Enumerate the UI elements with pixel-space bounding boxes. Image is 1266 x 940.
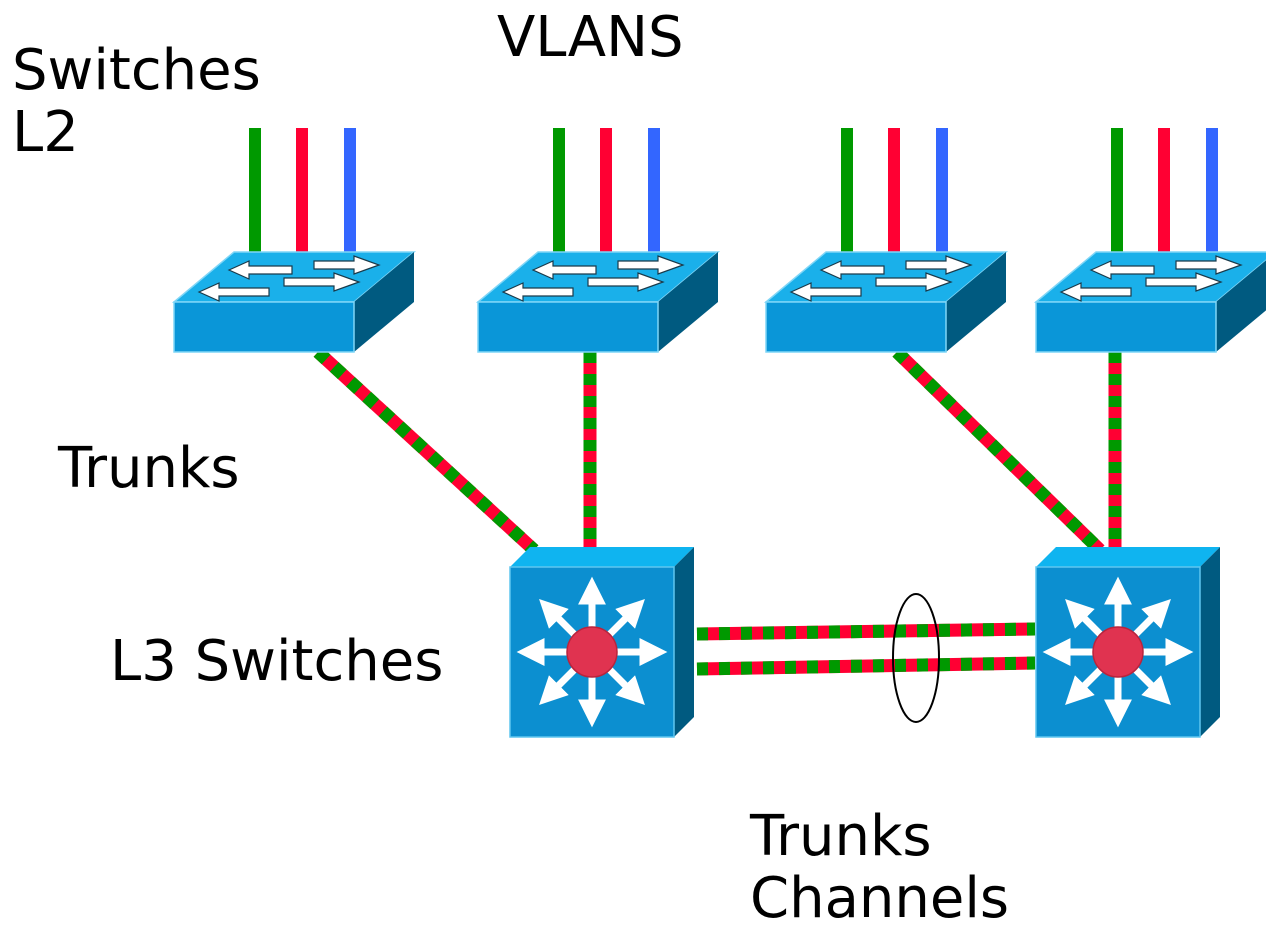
- switches-l2-label-line1: Switches: [12, 38, 261, 103]
- l3-switch-icon-1: [510, 547, 694, 737]
- vlans-label: VLANS: [497, 5, 684, 70]
- ether-channel-ellipse-icon: [892, 593, 940, 723]
- vlan-lines-switch-4: [1111, 128, 1218, 256]
- l2-switch-icon-4: [1035, 251, 1266, 353]
- switches-l2-label: Switches L2: [12, 40, 261, 163]
- vlan-lines: [249, 128, 1218, 256]
- trunk-channel-link-1: [696, 622, 1036, 641]
- trunk-channel-link-2: [696, 656, 1036, 676]
- vlan-lines-switch-3: [841, 128, 948, 256]
- vlan-lines-switch-2: [553, 128, 660, 256]
- trunks-label: Trunks: [58, 436, 240, 501]
- trunks-channels-label-line2: Channels: [750, 865, 1010, 931]
- l2-switch-icon-3: [765, 251, 1007, 353]
- switches-l2-label-line2: L2: [12, 99, 79, 165]
- trunk-links: [313, 347, 1122, 676]
- trunk-link-3: [892, 347, 1105, 555]
- l3-switch-icon-2: [1036, 547, 1220, 737]
- l2-switch-icon-2: [477, 251, 719, 353]
- l3-switches-label: L3 Switches: [110, 629, 444, 694]
- trunks-channels-label: Trunks Channels: [750, 806, 1009, 929]
- trunk-link-1: [313, 347, 539, 555]
- trunks-channels-label-line1: Trunks: [750, 804, 932, 869]
- vlan-lines-switch-1: [249, 128, 356, 256]
- l2-switch-icon-1: [173, 251, 415, 353]
